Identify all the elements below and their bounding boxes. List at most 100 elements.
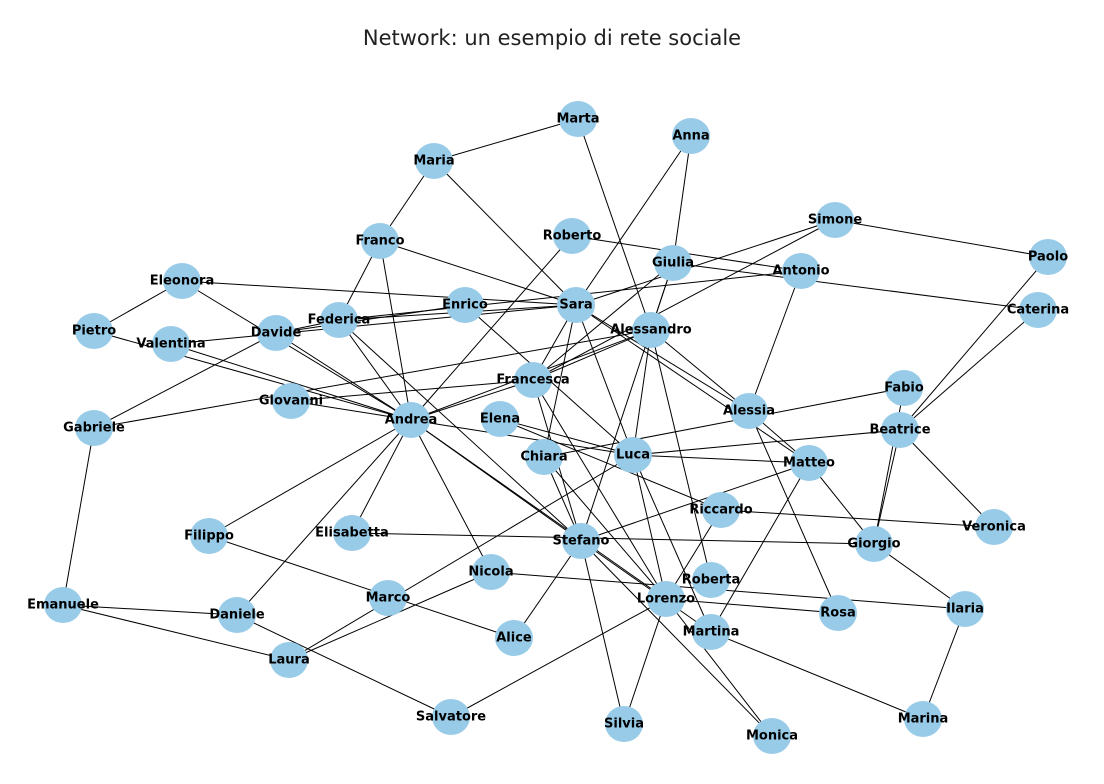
node-antonio: Antonio xyxy=(772,253,830,289)
node-giovanni: Giovanni xyxy=(259,383,323,419)
edge-sara-alessia xyxy=(575,304,750,412)
node-roberto: Roberto xyxy=(543,218,601,254)
edge-daniele-salvatore xyxy=(236,614,452,718)
node-circle xyxy=(790,445,828,481)
node-circle xyxy=(525,439,563,475)
node-circle xyxy=(632,312,670,348)
node-label: Monica xyxy=(746,729,798,744)
node-sara: Sara xyxy=(557,287,595,323)
node-gabriele: Gabriele xyxy=(63,410,125,446)
node-veronica: Veronica xyxy=(962,509,1026,545)
edge-alessia-rosa xyxy=(748,410,839,614)
node-label: Ilaria xyxy=(946,602,984,617)
node-label: Francesca xyxy=(496,373,569,388)
edge-simone-francesca xyxy=(532,219,836,381)
node-giorgio: Giorgio xyxy=(847,526,901,562)
edge-alessandro-luca xyxy=(632,329,652,456)
node-circle xyxy=(152,326,190,362)
edge-davide-andrea xyxy=(275,332,412,421)
edge-luca-matteo xyxy=(632,454,810,464)
node-label: Matteo xyxy=(783,456,835,471)
node-circle xyxy=(75,313,113,349)
edge-chiara-lorenzo xyxy=(543,456,667,600)
node-circle xyxy=(361,223,399,259)
node-label: Alice xyxy=(496,631,532,646)
node-ilaria: Ilaria xyxy=(946,591,984,627)
edge-stefano-silvia xyxy=(580,540,625,725)
node-circle xyxy=(44,587,82,623)
node-marco: Marco xyxy=(366,580,410,616)
node-circle xyxy=(514,362,552,398)
node-circle xyxy=(553,218,591,254)
edge-ilaria-marina xyxy=(922,608,966,720)
edge-lorenzo-salvatore xyxy=(450,598,667,718)
node-enrico: Enrico xyxy=(442,287,488,323)
node-label: Rosa xyxy=(820,606,855,621)
node-anna: Anna xyxy=(672,118,710,154)
node-label: Beatrice xyxy=(869,423,930,438)
node-circle xyxy=(495,620,533,656)
edge-marta-alessandro xyxy=(577,118,652,331)
node-label: Salvatore xyxy=(416,710,486,725)
edge-eleonora-andrea xyxy=(181,280,412,421)
node-circle xyxy=(333,515,371,551)
edge-francesca-giovanni xyxy=(290,379,534,402)
edge-anna-giulia xyxy=(672,135,692,264)
node-label: Alessia xyxy=(723,404,775,419)
edge-sara-chiara xyxy=(543,304,577,458)
edge-emanuele-daniele xyxy=(62,604,238,616)
edge-sara-luca xyxy=(575,304,634,456)
node-circle xyxy=(320,302,358,338)
node-matteo: Matteo xyxy=(783,445,835,481)
edge-stefano-monica xyxy=(580,540,773,737)
edge-federica-stefano xyxy=(338,319,582,542)
node-label: Veronica xyxy=(962,520,1026,535)
node-salvatore: Salvatore xyxy=(416,699,486,735)
node-circle xyxy=(753,718,791,754)
node-label: Paolo xyxy=(1028,250,1068,265)
edge-simone-sara xyxy=(575,219,836,306)
node-luca: Luca xyxy=(614,437,652,473)
edge-andrea-elisabetta xyxy=(351,419,412,534)
node-circle xyxy=(819,595,857,631)
node-label: Marta xyxy=(556,112,599,127)
edge-maria-sara xyxy=(433,160,577,306)
node-stefano: Stefano xyxy=(552,523,610,559)
node-label: Roberta xyxy=(682,573,740,588)
node-circle xyxy=(855,526,893,562)
edge-luca-lorenzo xyxy=(632,454,667,600)
node-label: Nicola xyxy=(468,565,513,580)
node-riccardo: Riccardo xyxy=(689,492,753,528)
node-circle xyxy=(481,401,519,437)
node-circle xyxy=(782,253,820,289)
node-monica: Monica xyxy=(746,718,798,754)
node-label: Valentina xyxy=(136,337,205,352)
node-label: Elena xyxy=(480,412,520,427)
node-alessandro: Alessandro xyxy=(610,312,692,348)
edge-stefano-martina xyxy=(580,540,712,633)
edge-luca-martina xyxy=(632,454,712,633)
node-label: Caterina xyxy=(1007,303,1069,318)
node-circle xyxy=(672,118,710,154)
node-martina: Martina xyxy=(683,614,740,650)
node-label: Lorenzo xyxy=(637,592,695,607)
node-label: Eleonora xyxy=(150,274,214,289)
edge-beatrice-luca xyxy=(632,429,901,456)
node-label: Martina xyxy=(683,625,740,640)
edge-luca-laura xyxy=(288,454,634,661)
edge-enrico-davide xyxy=(275,304,466,334)
node-filippo: Filippo xyxy=(184,518,234,554)
node-davide: Davide xyxy=(251,315,301,351)
node-marta: Marta xyxy=(556,101,600,137)
node-label: Federica xyxy=(308,313,371,328)
node-alessia: Alessia xyxy=(723,393,775,429)
node-roberta: Roberta xyxy=(682,562,740,598)
node-label: Filippo xyxy=(184,529,234,544)
edge-andrea-lorenzo xyxy=(410,419,667,600)
edge-matteo-stefano xyxy=(580,462,810,542)
node-circle xyxy=(816,202,854,238)
edge-sara-matteo xyxy=(575,304,810,464)
node-label: Laura xyxy=(268,653,310,668)
edge-antonio-alessia xyxy=(748,270,802,412)
